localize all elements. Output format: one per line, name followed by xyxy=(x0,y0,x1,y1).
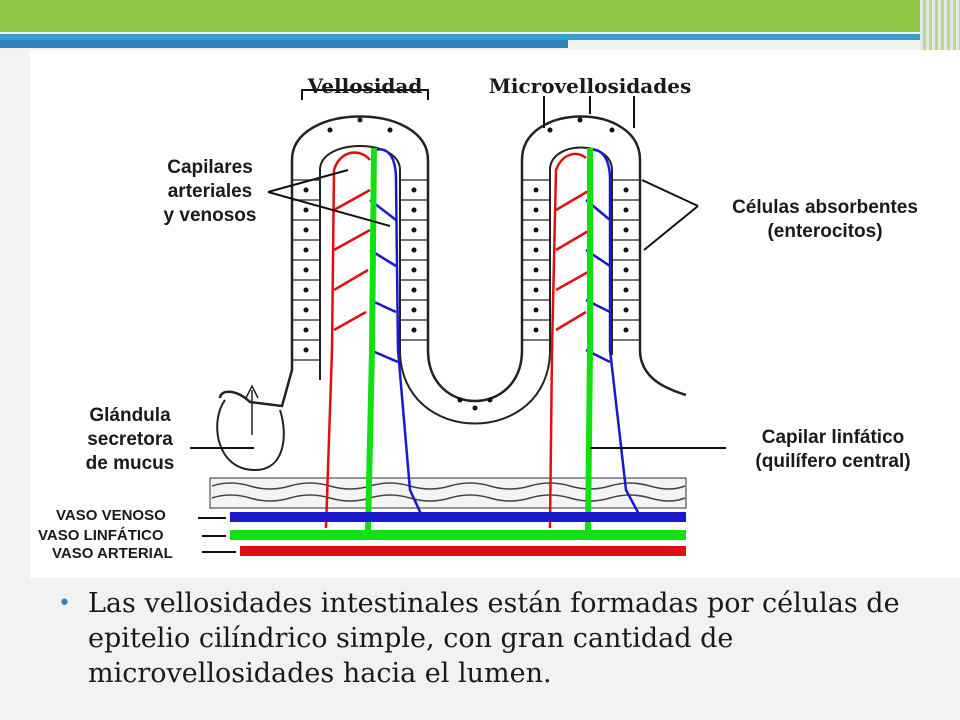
cell-nuclei xyxy=(303,117,629,411)
label-glandula-line1: Glándula xyxy=(89,405,171,426)
arterial-capillaries xyxy=(324,151,591,529)
label-vellosidad: Vellosidad xyxy=(307,74,423,98)
microvellosidades-markers xyxy=(543,96,635,128)
header-blue-line xyxy=(0,34,960,40)
epithelial-cells xyxy=(292,179,640,361)
venous-capillaries xyxy=(369,148,642,517)
bullet-dot: • xyxy=(58,591,71,616)
header-stripes xyxy=(920,0,960,50)
header-blue-band xyxy=(0,40,568,48)
arterial-vessel xyxy=(240,546,686,556)
label-celulas: Células absorbentes (enterocitos) xyxy=(702,196,948,244)
mucus-gland xyxy=(216,399,285,472)
label-celulas-line2: (enterocitos) xyxy=(767,221,883,242)
pointer-lines xyxy=(190,169,726,553)
lymphatic-vessel xyxy=(230,530,686,540)
bullet-text: Las vellosidades intestinales están form… xyxy=(88,588,900,689)
venous-vessel xyxy=(230,512,686,522)
label-capilares: Capilares arteriales y venosos xyxy=(142,156,278,228)
label-glandula: Glándula secretora de mucus xyxy=(70,404,190,476)
label-capilar-linfatico-line1: Capilar linfático xyxy=(761,427,905,448)
label-vaso-arterial: VASO ARTERIAL xyxy=(52,545,173,562)
villus-diagram: Vellosidad Microvellosidades Capilares a… xyxy=(30,50,960,578)
epithelium-inner xyxy=(319,145,613,425)
villus-drawing xyxy=(190,89,726,556)
label-capilares-line2: arteriales xyxy=(167,181,253,202)
vellosidad-bracket xyxy=(301,89,429,100)
label-capilar-linfatico-line2: (quilífero central) xyxy=(755,451,911,472)
label-capilar-linfatico: Capilar linfático (quilífero central) xyxy=(730,426,936,474)
header-green-band xyxy=(0,0,960,32)
label-microvellosidades: Microvellosidades xyxy=(488,74,692,98)
central-lacteal xyxy=(365,147,593,531)
bullet-paragraph: • Las vellosidades intestinales están fo… xyxy=(58,586,938,691)
submucosa-band xyxy=(209,477,687,509)
label-glandula-line3: de mucus xyxy=(85,453,175,474)
label-glandula-line2: secretora xyxy=(87,429,173,450)
epithelium-outer xyxy=(218,115,687,408)
label-celulas-line1: Células absorbentes xyxy=(732,197,918,218)
slide-header-bar xyxy=(0,0,960,50)
label-capilares-line1: Capilares xyxy=(167,157,253,178)
label-vaso-venoso: VASO VENOSO xyxy=(56,507,166,524)
label-capilares-line3: y venosos xyxy=(163,205,257,226)
label-vaso-linfatico: VASO LINFÁTICO xyxy=(38,527,164,544)
